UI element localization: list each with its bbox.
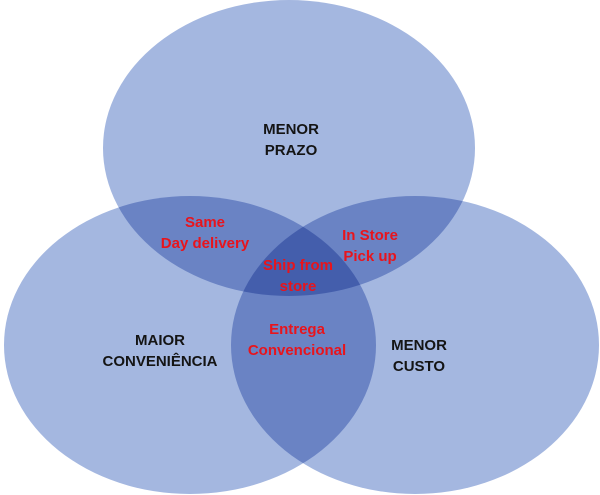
label-entrega-convencional-line2: Convencional (247, 342, 347, 359)
label-menor-custo-line1: MENOR (391, 337, 447, 354)
label-ship-from-store-line2: store (279, 278, 317, 295)
label-in-store-pick-up-line1: In Store (342, 227, 398, 244)
label-menor-custo: MENOR CUSTO (391, 335, 447, 377)
label-menor-custo-line2: CUSTO (392, 358, 446, 375)
label-in-store-pick-up: In Store Pick up (342, 225, 398, 267)
label-in-store-pick-up-line2: Pick up (343, 248, 397, 265)
label-menor-prazo: MENOR PRAZO (263, 119, 319, 161)
circle-menor-custo (231, 196, 599, 494)
label-maior-conveniencia: MAIOR CONVENIÊNCIA (102, 330, 217, 372)
label-same-day-delivery-line2: Day delivery (160, 235, 250, 252)
label-maior-conveniencia-line1: MAIOR (134, 332, 185, 349)
label-entrega-convencional: Entrega Convencional (248, 319, 346, 361)
label-same-day-delivery: Same Day delivery (161, 212, 249, 254)
label-entrega-convencional-line1: Entrega (269, 321, 325, 338)
label-ship-from-store: Ship from store (263, 255, 333, 297)
label-menor-prazo-line2: PRAZO (264, 142, 318, 159)
label-menor-prazo-line1: MENOR (263, 121, 319, 138)
label-same-day-delivery-line1: Same (184, 214, 226, 231)
label-ship-from-store-line1: Ship from (263, 257, 333, 274)
label-maior-conveniencia-line2: CONVENIÊNCIA (102, 353, 218, 370)
